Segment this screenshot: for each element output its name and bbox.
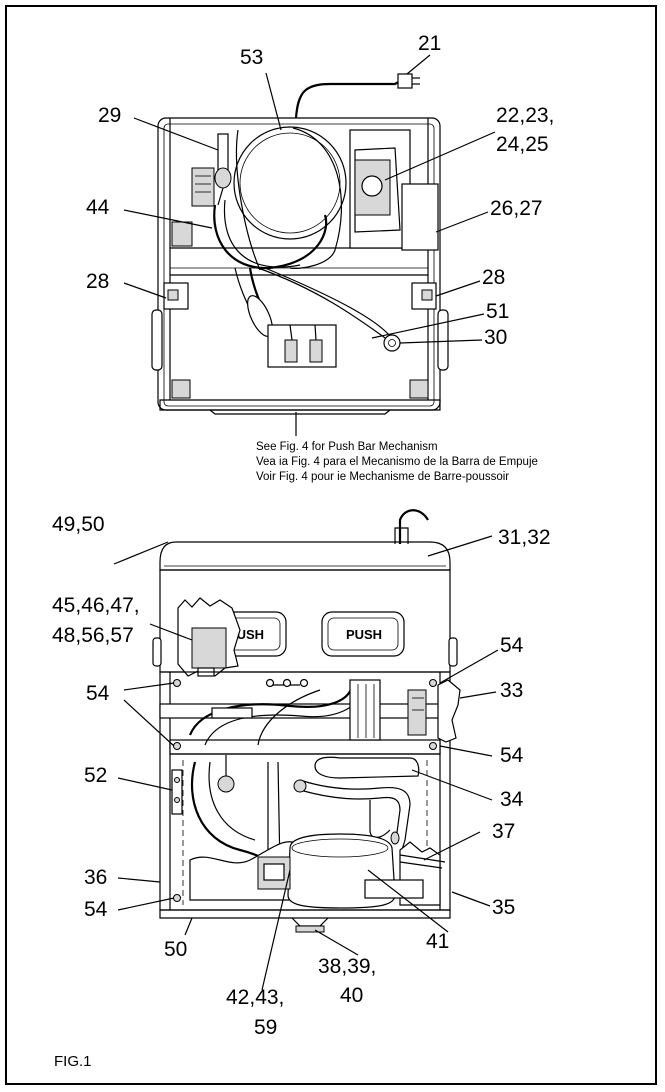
- callout-51: 51: [486, 300, 509, 323]
- callout-37: 37: [492, 820, 515, 843]
- figure-frame: [5, 5, 657, 1085]
- power-cord: [294, 79, 403, 119]
- callout-34: 34: [500, 788, 524, 811]
- callout-44: 44: [86, 196, 110, 219]
- callout-54-right-mid: 54: [500, 744, 524, 767]
- push-button-right: [321, 611, 405, 657]
- drain-30: [383, 334, 401, 352]
- front-view: PUSH PUSH: [152, 509, 461, 933]
- note-line-es: Vea ia Fig. 4 para el Mecanismo de la Ba…: [256, 456, 538, 468]
- callout-40: 40: [340, 984, 363, 1007]
- accumulator-34: [314, 756, 420, 779]
- callout-54-right-top: 54: [500, 634, 524, 657]
- valve-block: [267, 324, 337, 368]
- callout-38-39: 38,39,: [318, 955, 376, 978]
- figure-caption: FIG.1: [54, 1053, 92, 1070]
- callout-21: 21: [418, 32, 441, 55]
- top-leaders: [123, 54, 496, 436]
- callout-29: 29: [98, 104, 121, 127]
- callout-49-50: 49,50: [52, 513, 105, 536]
- callout-41: 41: [426, 930, 449, 953]
- compressor-53: [233, 126, 347, 240]
- callout-35: 35: [492, 896, 515, 919]
- callout-28-right: 28: [482, 266, 505, 289]
- callout-42-43: 42,43,: [226, 986, 284, 1009]
- callout-30: 30: [484, 326, 507, 349]
- callout-36: 36: [84, 866, 107, 889]
- callout-28-left: 28: [86, 270, 109, 293]
- callout-22-23: 22,23,: [496, 104, 554, 127]
- callout-52: 52: [84, 764, 107, 787]
- callout-33: 33: [500, 679, 523, 702]
- note-line-fr: Voir Fig. 4 pour ie Mechanisme de Barre-…: [256, 471, 509, 483]
- front-leaders: [113, 535, 499, 991]
- callout-54-left-bottom: 54: [84, 898, 108, 921]
- callout-53: 53: [240, 46, 263, 69]
- callout-59: 59: [254, 1016, 277, 1039]
- callout-31-32: 31,32: [498, 526, 551, 549]
- valve-29: [214, 167, 232, 189]
- callout-48-57: 48,56,57: [52, 624, 134, 647]
- callout-24-25: 24,25: [496, 133, 549, 156]
- top-view: [151, 73, 449, 415]
- callout-50: 50: [164, 938, 187, 961]
- power-plug: [397, 73, 413, 89]
- note-line-en: See Fig. 4 for Push Bar Mechanism: [256, 441, 438, 453]
- top-cap: [159, 541, 451, 571]
- push-label-right: PUSH: [346, 627, 382, 642]
- control-box: [191, 167, 215, 207]
- condenser-26: [401, 183, 439, 251]
- callout-45-47: 45,46,47,: [52, 594, 140, 617]
- callout-26-27: 26,27: [490, 197, 543, 220]
- callout-54-left-top: 54: [86, 682, 110, 705]
